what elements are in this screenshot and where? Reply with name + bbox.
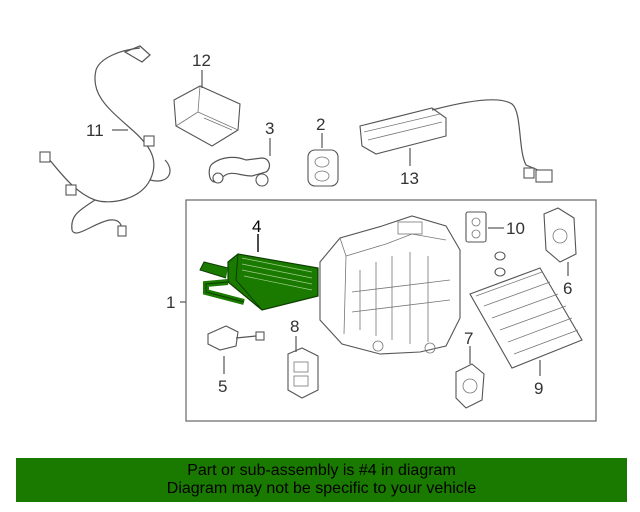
o-rings [494,251,506,277]
actuator-upper [543,207,577,263]
banner-line-2: Diagram may not be specific to your vehi… [166,480,477,497]
sensor [207,325,265,351]
evaporator [469,267,583,369]
parts-diagram: 1 2 3 4 5 6 7 8 9 10 11 12 13 [39,45,597,422]
callout-6: 6 [563,279,572,298]
motor [455,363,485,409]
hvac-housing [319,215,461,355]
callout-12: 12 [192,51,211,70]
callout-5: 5 [218,377,227,396]
callout-4: 4 [252,217,261,236]
banner-line-1: Part or sub-assembly is #4 in diagram [187,462,456,479]
grommet [307,149,339,187]
callout-1: 1 [166,293,175,312]
callout-2: 2 [316,115,325,134]
callout-8: 8 [290,317,299,336]
hose [208,156,271,187]
wire-harness [39,45,171,237]
callout-10: 10 [506,219,525,238]
callout-11: 11 [86,121,104,140]
callout-3: 3 [265,119,274,138]
control-module [173,85,241,147]
assembly-frame [185,199,597,422]
heater-core [199,253,319,311]
info-banner: Part or sub-assembly is #4 in diagram Di… [16,458,627,502]
callout-9: 9 [534,379,543,398]
callout-7: 7 [464,329,473,348]
filter-unit [359,99,553,183]
callout-13: 13 [400,169,419,188]
actuator-lower [287,347,319,399]
expansion-valve [465,211,487,243]
